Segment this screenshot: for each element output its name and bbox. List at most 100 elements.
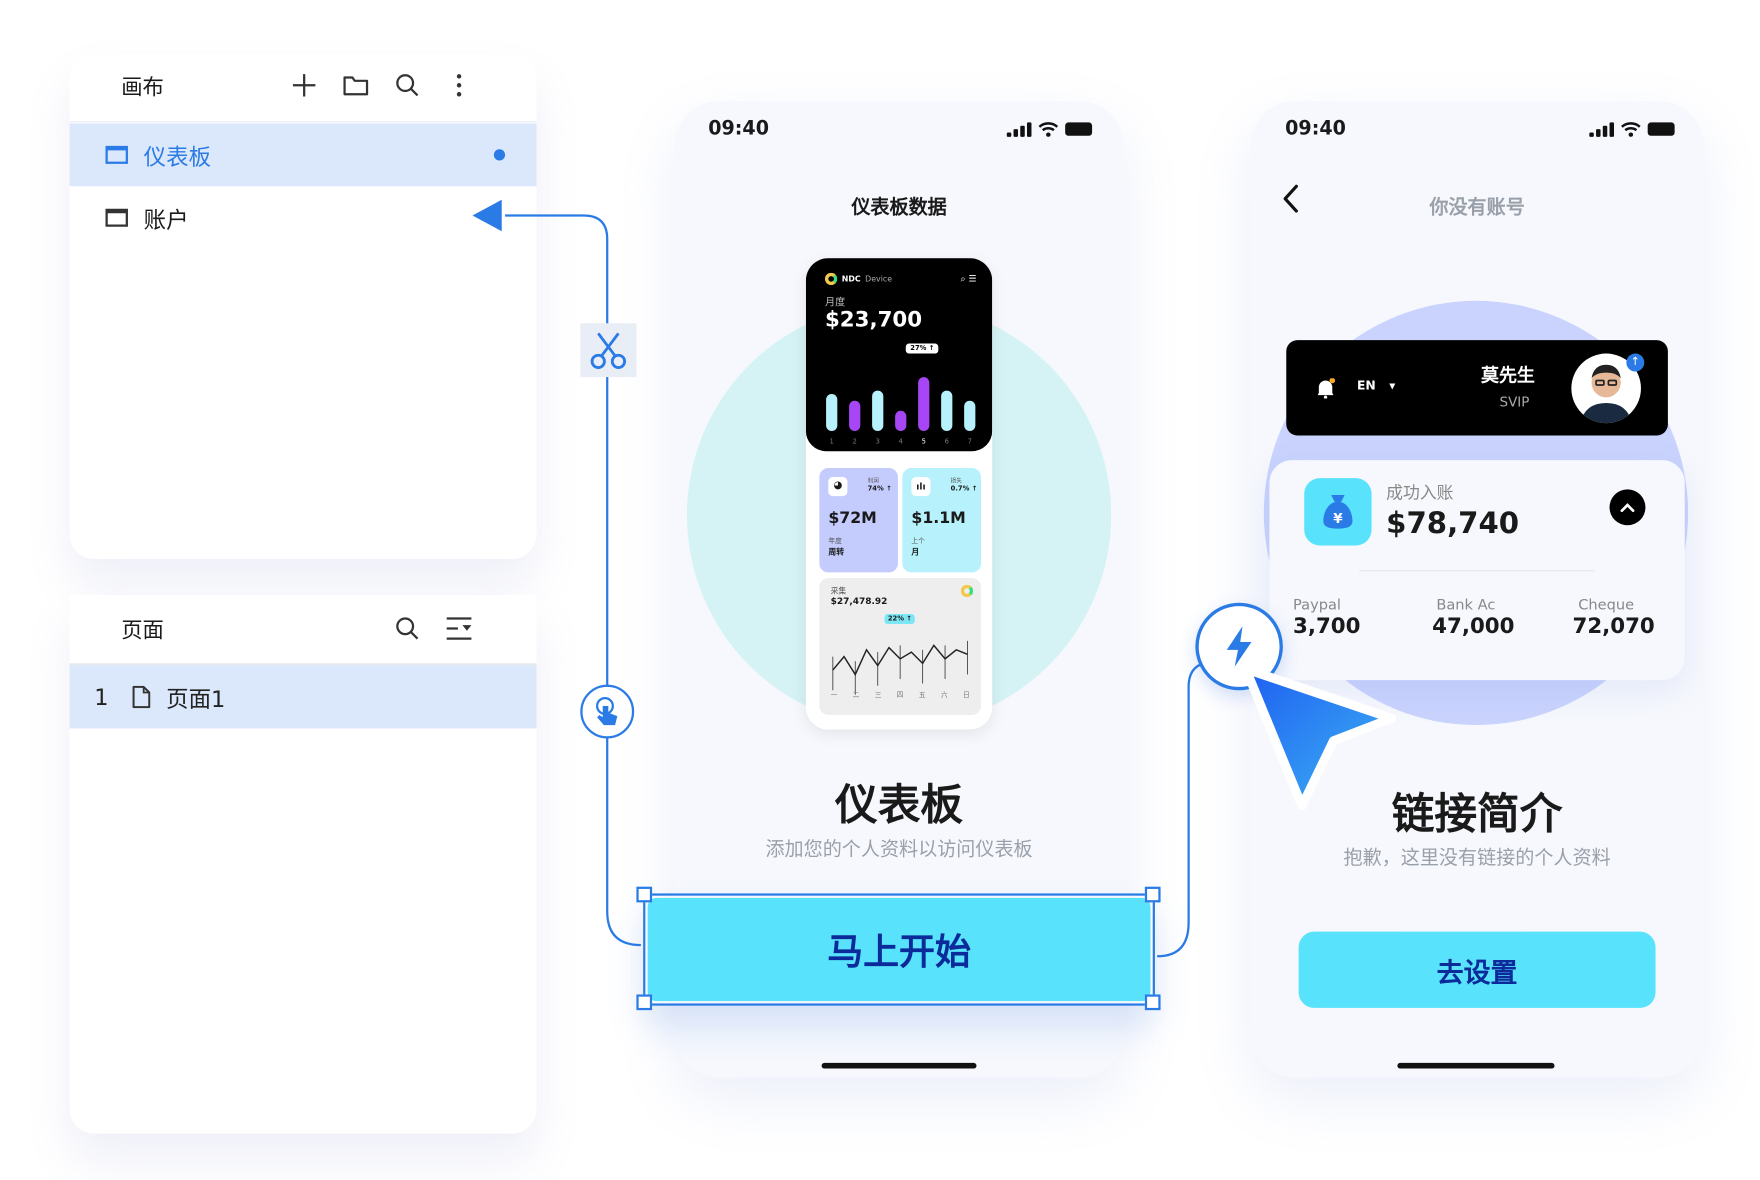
- mini-day-label: 日: [962, 691, 970, 700]
- status-time: 09:40: [708, 117, 769, 141]
- home-indicator: [1397, 1062, 1555, 1069]
- language-select[interactable]: EN ▼: [1357, 378, 1395, 393]
- pie-icon: ◕: [828, 477, 848, 497]
- pages-panel-title: 页面: [121, 617, 164, 643]
- search-icon[interactable]: [382, 612, 434, 646]
- resize-handle[interactable]: [636, 994, 653, 1011]
- screen-header: 仪表板数据: [851, 196, 947, 219]
- page-icon: [132, 685, 151, 709]
- mini-collect-badge: 22% ↑: [884, 613, 916, 625]
- signal-icon: [1006, 121, 1032, 137]
- get-started-button[interactable]: 马上开始: [647, 897, 1151, 1002]
- mini-bar: [849, 400, 861, 432]
- mini-card-loss: ılı 损失 0.7% ↑ $1.1M 上个 月: [902, 468, 981, 573]
- folder-icon[interactable]: [330, 68, 382, 102]
- mini-bar: [872, 390, 884, 432]
- resize-handle[interactable]: [1144, 886, 1161, 903]
- balance-label: 成功入账: [1386, 482, 1454, 503]
- divider: [69, 663, 537, 666]
- frame-icon: [105, 145, 128, 164]
- status-icons: [1589, 121, 1675, 137]
- balance-card: ¥ 成功入账 $78,740 Paypal 3,700 Bank Ac 47,0…: [1269, 460, 1685, 681]
- canvas-panel-header: 画布: [70, 54, 537, 117]
- mini-card-value: $1.1M: [911, 509, 966, 528]
- mini-bar: [895, 410, 907, 432]
- search-icon[interactable]: [382, 68, 434, 102]
- mini-bar-label: 7: [968, 437, 972, 445]
- active-dot: [493, 149, 506, 161]
- mini-bar: [964, 400, 976, 432]
- screen-header: 你没有账号: [1429, 196, 1525, 219]
- sort-icon[interactable]: [433, 612, 485, 646]
- mini-day-labels: 一二三四五六日: [831, 689, 970, 699]
- more-vertical-icon[interactable]: [433, 68, 485, 102]
- lightning-icon: [1226, 626, 1252, 667]
- canvas-item-label: 账户: [143, 205, 189, 233]
- mini-card-small: 利润: [867, 478, 879, 485]
- bar-icon: ılı: [911, 477, 931, 497]
- page-item-1[interactable]: 1 页面1: [69, 665, 537, 729]
- mini-bar-label: 1: [830, 437, 834, 445]
- go-settings-button[interactable]: 去设置: [1298, 931, 1656, 1008]
- add-icon[interactable]: [278, 68, 330, 102]
- mini-amount: $23,700: [824, 307, 923, 333]
- profile-bar: EN ▼ 莫先生 SVIP ↑: [1286, 340, 1668, 436]
- touch-node[interactable]: [580, 684, 635, 739]
- battery-icon: [1065, 122, 1093, 136]
- canvas-item-account[interactable]: 账户: [70, 186, 537, 249]
- svg-text:¥: ¥: [1333, 512, 1343, 527]
- mini-card-line1: 上个: [911, 537, 925, 546]
- user-level: SVIP: [1499, 393, 1530, 410]
- mini-card-pct: 74% ↑: [867, 484, 892, 493]
- page-index: 1: [94, 683, 109, 711]
- home-indicator: [821, 1062, 977, 1069]
- screen-title: 链接简介: [1391, 789, 1563, 839]
- mini-top-icons: ⌕ ☰: [960, 273, 977, 284]
- get-started-selection: 马上开始: [643, 893, 1155, 1006]
- mini-bar-label: 2: [853, 437, 857, 445]
- frame-icon: [105, 208, 128, 227]
- screen-subtitle: 添加您的个人资料以访问仪表板: [765, 838, 1033, 861]
- mini-card-line2: 周转: [828, 547, 845, 557]
- mini-line: [832, 644, 968, 677]
- mini-card-value: $72M: [828, 509, 877, 528]
- mini-bar: [826, 393, 838, 432]
- canvas-item-dashboard[interactable]: 仪表板: [69, 123, 537, 187]
- mini-bar: [918, 377, 930, 432]
- mini-card-collect: 采集 $27,478.92 22% ↑ 一二三四五六日: [819, 578, 981, 715]
- chevron-up-icon: [1620, 503, 1635, 513]
- resize-handle[interactable]: [1144, 994, 1161, 1011]
- mini-collect-amount: $27,478.92: [830, 595, 888, 607]
- pages-panel: 页面 1 页面1: [69, 594, 537, 1134]
- mini-card-pct: 0.7% ↑: [950, 484, 978, 493]
- back-icon[interactable]: [1282, 184, 1300, 218]
- mini-day-label: 三: [874, 691, 882, 700]
- cursor-pointer-icon: [1241, 664, 1397, 811]
- touch-icon: [595, 697, 618, 726]
- language-value: EN: [1356, 378, 1376, 393]
- signal-icon: [1589, 121, 1615, 137]
- user-name: 莫先生: [1480, 364, 1535, 387]
- collapse-button[interactable]: [1609, 489, 1646, 526]
- scissors-node[interactable]: [580, 323, 637, 378]
- status-time: 09:40: [1285, 117, 1346, 141]
- money-bag-icon: ¥: [1304, 478, 1372, 546]
- mini-bar-label: 3: [876, 437, 880, 445]
- mini-bar-label: 6: [945, 437, 949, 445]
- mini-collect-title: 采集: [830, 587, 847, 596]
- scissors-icon: [590, 332, 627, 369]
- resize-handle[interactable]: [636, 886, 653, 903]
- mini-collect-logo: [960, 584, 974, 598]
- wifi-icon: [1038, 122, 1059, 137]
- caret-down-icon: ▼: [1389, 381, 1396, 391]
- mini-day-label: 六: [940, 691, 948, 700]
- balance-value: $78,740: [1386, 507, 1520, 541]
- wifi-icon: [1621, 122, 1641, 137]
- account-stat-paypal: Paypal 3,700: [1293, 597, 1361, 639]
- bell-icon[interactable]: [1315, 377, 1336, 403]
- mini-line-chart: [832, 640, 968, 695]
- mini-day-label: 一: [830, 691, 838, 700]
